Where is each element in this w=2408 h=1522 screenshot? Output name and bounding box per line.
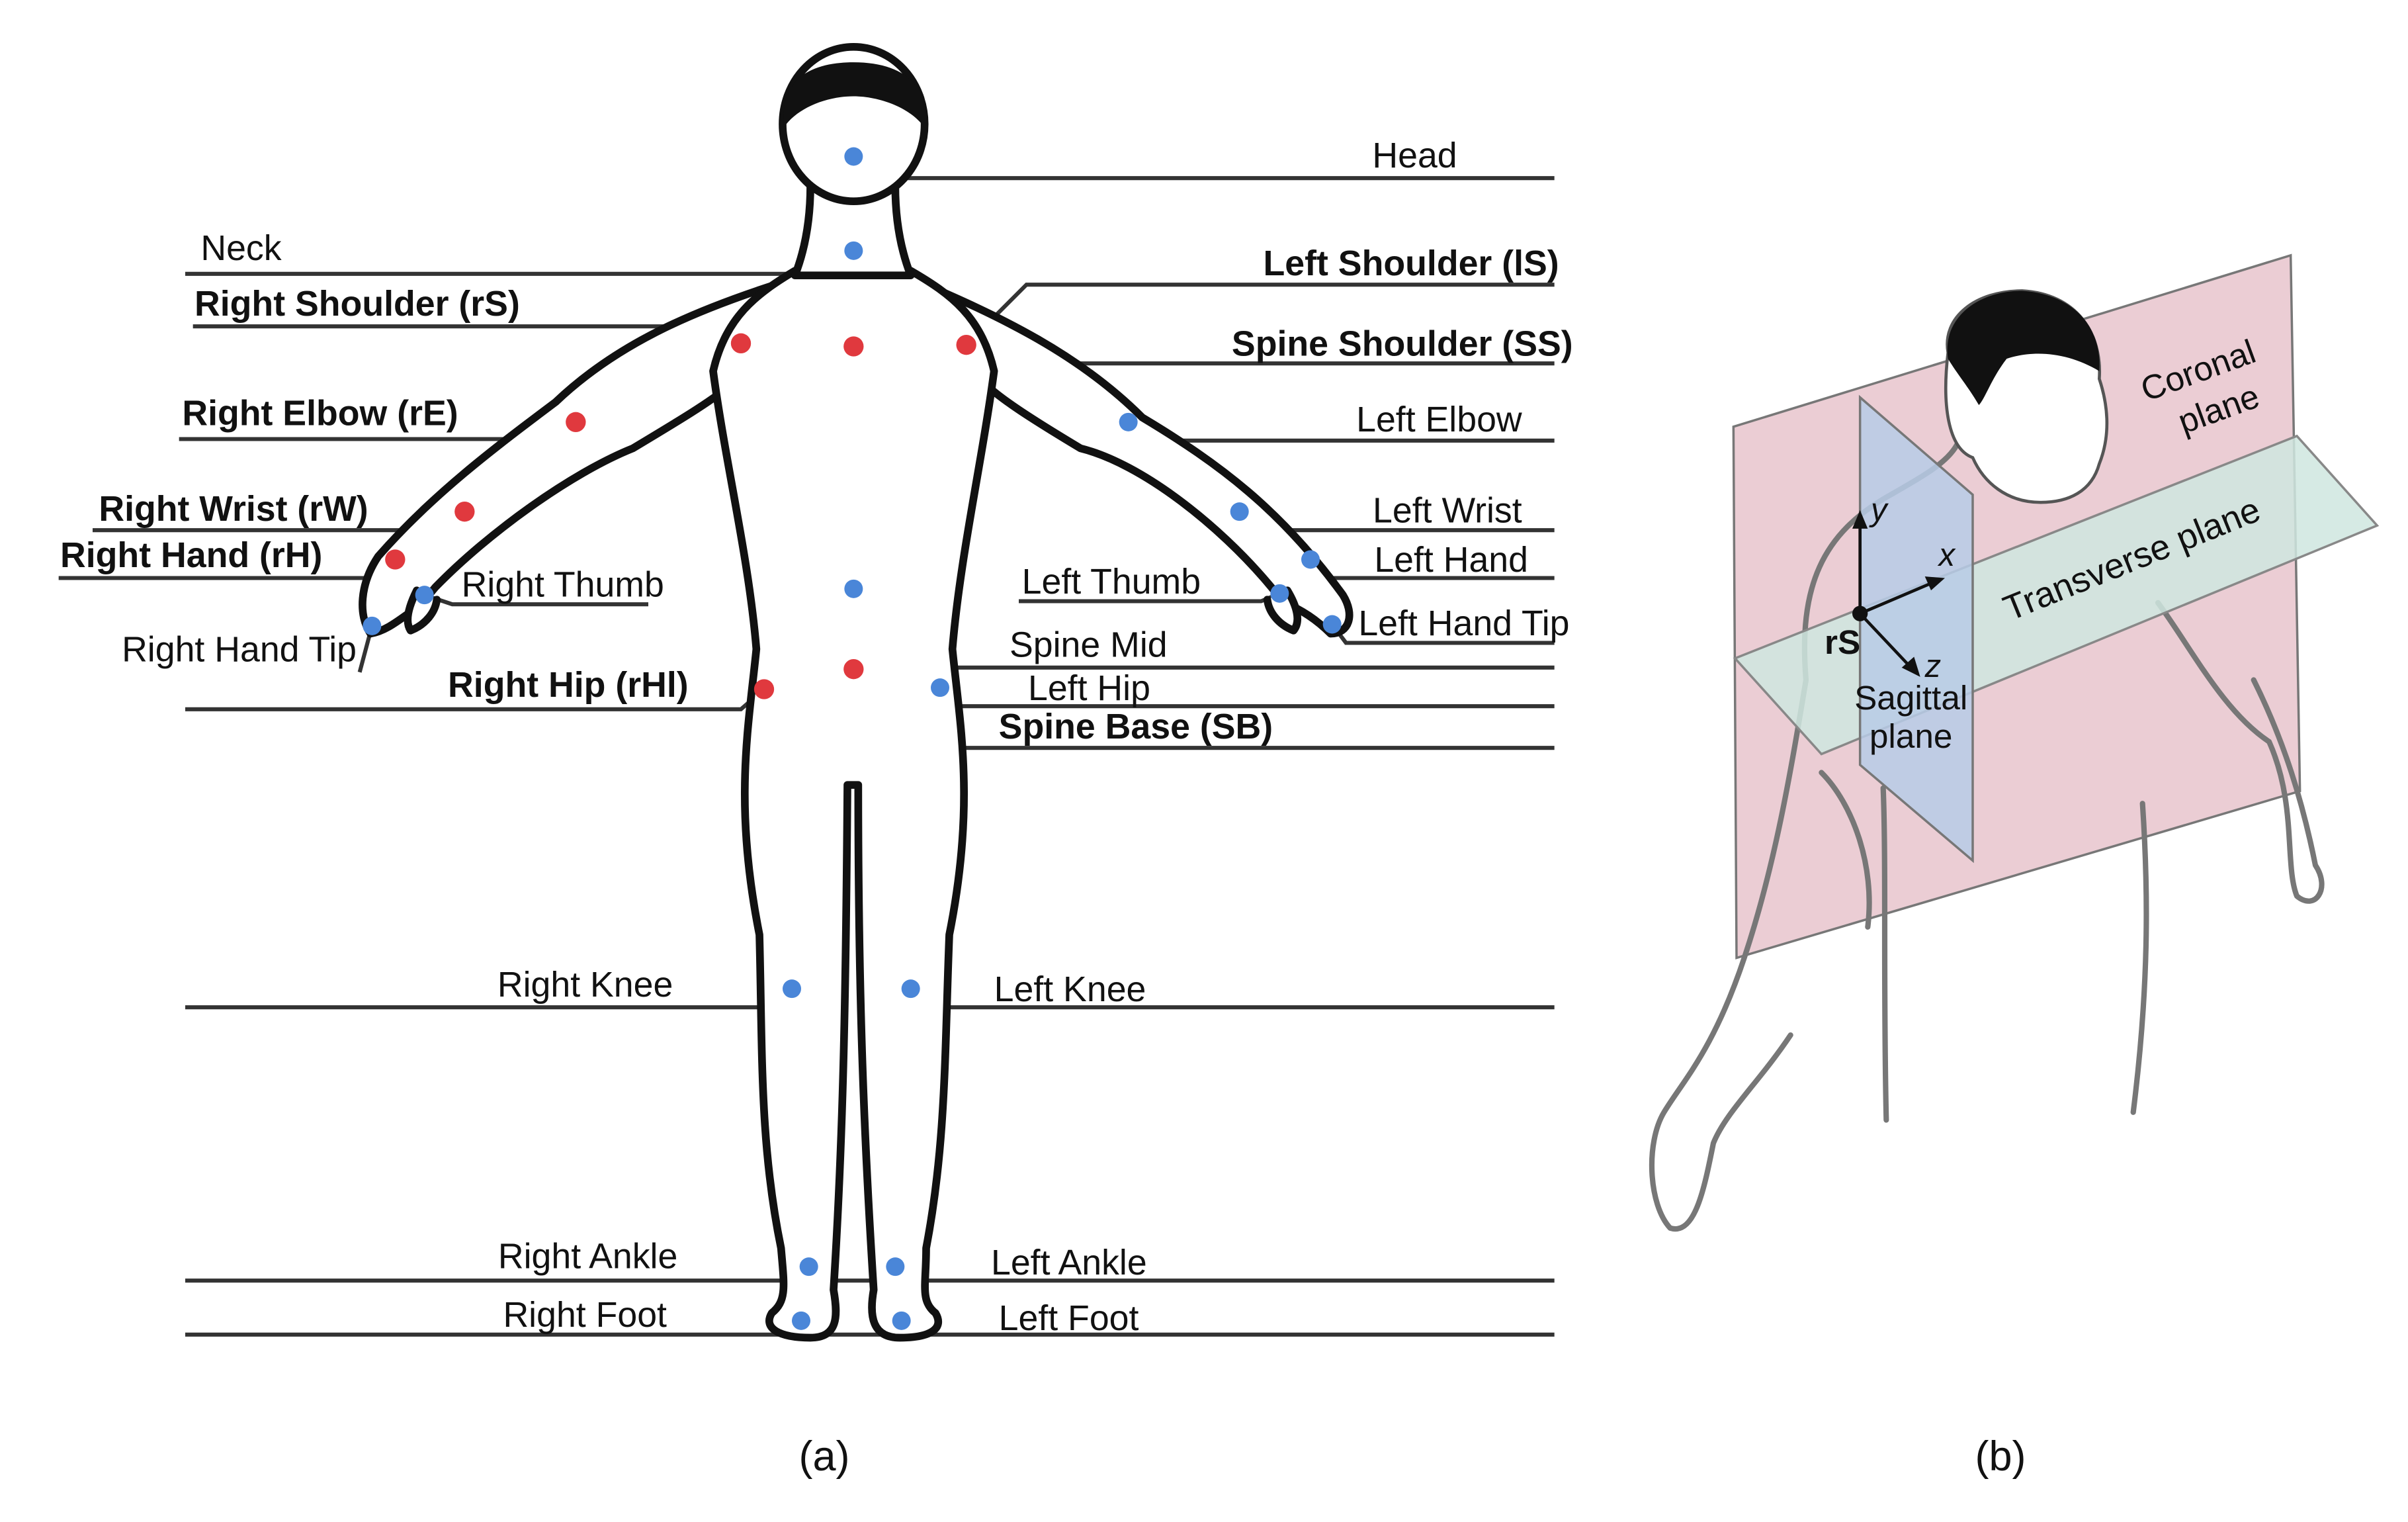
label-spine-shoulder: Spine Shoulder (SS) <box>1232 324 1573 363</box>
label-left-hand: Left Hand <box>1374 540 1528 580</box>
label-left-shoulder: Left Shoulder (lS) <box>1264 244 1559 283</box>
panel-a: Head Neck Left Shoulder (lS) Right Shoul… <box>58 42 1573 1480</box>
sagittal-label-line2: plane <box>1870 717 1953 755</box>
label-left-hand-tip: Left Hand Tip <box>1358 604 1569 643</box>
joint-dot-left-hand <box>1301 550 1320 569</box>
joint-dot-left-shoulder <box>956 335 976 355</box>
label-right-hand: Right Hand (rH) <box>60 535 322 575</box>
joint-dot-right-hand <box>385 549 406 570</box>
axis-z-label: z <box>1924 649 1942 684</box>
axis-triad <box>1852 510 1945 677</box>
joint-dot-right-shoulder <box>730 333 752 353</box>
joint-dot-spine-mid <box>844 579 863 598</box>
axis-x-label: x <box>1938 537 1956 573</box>
joint-markers <box>363 147 1342 1330</box>
axis-y-label: y <box>1869 492 1889 528</box>
label-right-hip: Right Hip (rHl) <box>448 665 689 705</box>
label-right-foot: Right Foot <box>503 1295 667 1335</box>
joint-dot-left-hip <box>931 678 949 697</box>
joint-dot-left-thumb <box>1270 584 1289 603</box>
joint-dot-right-thumb <box>415 586 434 605</box>
origin-label: rS <box>1825 623 1860 661</box>
joint-labels: Head Neck Left Shoulder (lS) Right Shoul… <box>60 136 1573 1338</box>
label-spine-mid: Spine Mid <box>1010 625 1168 665</box>
origin-dot <box>1852 605 1868 621</box>
joint-dot-neck <box>844 241 863 260</box>
joint-dot-left-foot <box>892 1311 911 1330</box>
sagittal-plane <box>1858 394 1974 864</box>
joint-dot-left-knee <box>901 979 920 999</box>
label-left-ankle: Left Ankle <box>991 1243 1147 1282</box>
caption-a: (a) <box>799 1433 850 1480</box>
label-right-hand-tip: Right Hand Tip <box>122 630 357 670</box>
panel-b: y x z rS Coronal plane Transverse plane … <box>1649 253 2380 1480</box>
label-neck: Neck <box>200 228 281 268</box>
label-right-ankle: Right Ankle <box>498 1237 677 1276</box>
body-silhouette <box>359 42 1354 1342</box>
label-left-foot: Left Foot <box>999 1298 1139 1338</box>
label-left-thumb: Left Thumb <box>1022 562 1201 602</box>
joint-dot-right-hand-tip <box>363 616 382 635</box>
joint-dot-right-wrist <box>454 502 475 522</box>
label-left-wrist: Left Wrist <box>1373 491 1522 531</box>
label-right-elbow: Right Elbow (rE) <box>182 394 458 433</box>
sagittal-label-line1: Sagittal <box>1854 679 1967 717</box>
label-right-thumb: Right Thumb <box>462 565 664 605</box>
joint-dot-right-hip <box>753 679 775 699</box>
joint-dot-left-hand-tip <box>1322 615 1342 634</box>
label-spine-base: Spine Base (SB) <box>999 707 1273 746</box>
joint-dot-right-foot <box>792 1311 810 1330</box>
joint-dot-left-wrist <box>1230 502 1249 521</box>
label-right-knee: Right Knee <box>497 965 673 1005</box>
joint-dot-left-ankle <box>886 1257 905 1276</box>
caption-b: (b) <box>1975 1433 2026 1480</box>
joint-dot-right-ankle <box>799 1257 818 1276</box>
joint-dot-right-knee <box>783 979 801 999</box>
label-left-knee: Left Knee <box>994 969 1146 1009</box>
joint-dot-head <box>844 147 863 166</box>
joint-dot-spine-shoulder <box>843 336 864 357</box>
head-figure <box>1944 289 2109 504</box>
label-head: Head <box>1372 136 1457 175</box>
label-left-elbow: Left Elbow <box>1356 400 1522 439</box>
label-right-shoulder: Right Shoulder (rS) <box>194 284 520 324</box>
label-right-wrist: Right Wrist (rW) <box>99 489 368 529</box>
joint-dot-right-elbow <box>566 412 586 432</box>
label-left-hip: Left Hip <box>1028 668 1150 708</box>
joint-dot-spine-base <box>843 659 864 680</box>
joint-dot-left-elbow <box>1119 412 1138 431</box>
